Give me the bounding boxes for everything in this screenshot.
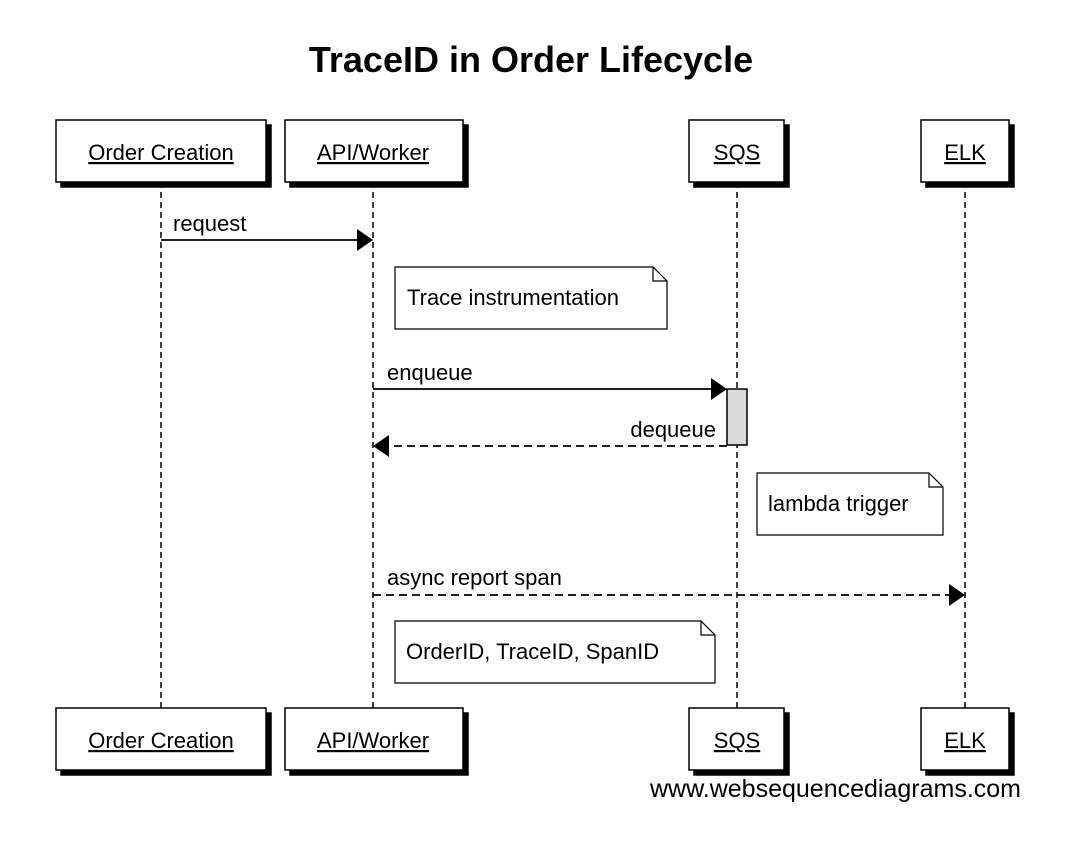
arrowhead-icon [949, 584, 965, 606]
participant-order-creation-top: Order Creation [55, 119, 267, 183]
participant-elk-bottom: ELK [920, 707, 1010, 771]
participant-label: ELK [944, 728, 986, 753]
note-ids: OrderID, TraceID, SpanID [394, 620, 716, 684]
participant-api-worker-bottom: API/Worker [284, 707, 464, 771]
participant-order-creation-bottom: Order Creation [55, 707, 267, 771]
message-label: async report span [387, 565, 562, 590]
participant-label: SQS [714, 140, 760, 165]
participant-sqs-top: SQS [688, 119, 785, 183]
watermark: www.websequencediagrams.com [649, 775, 1021, 803]
note-trace-instrumentation: Trace instrumentation [394, 266, 668, 330]
message-label: request [173, 211, 246, 236]
note-fold-icon [652, 267, 667, 282]
message-enqueue: enqueue [373, 360, 727, 400]
note-fold-icon [928, 473, 943, 488]
message-label: dequeue [630, 417, 716, 442]
note-label: Trace instrumentation [407, 285, 619, 310]
note-lambda-trigger: lambda trigger [756, 472, 944, 536]
message-dequeue: dequeue [373, 417, 727, 457]
note-label: OrderID, TraceID, SpanID [406, 639, 659, 664]
participant-label: Order Creation [88, 728, 234, 753]
participants-top: Order Creation API/Worker SQS ELK [55, 119, 1010, 183]
note-label: lambda trigger [768, 491, 909, 516]
participant-label: API/Worker [317, 140, 429, 165]
participant-label: ELK [944, 140, 986, 165]
arrowhead-icon [373, 435, 389, 457]
participant-elk-top: ELK [920, 119, 1010, 183]
participants-bottom: Order Creation API/Worker SQS ELK [55, 707, 1010, 771]
sqs-activation-bar [726, 388, 748, 446]
participant-label: Order Creation [88, 140, 234, 165]
arrowhead-icon [711, 378, 727, 400]
message-label: enqueue [387, 360, 473, 385]
message-async-report-span: async report span [373, 565, 965, 606]
arrowhead-icon [357, 229, 373, 251]
note-fold-icon [700, 621, 715, 636]
participant-api-worker-top: API/Worker [284, 119, 464, 183]
diagram-title: TraceID in Order Lifecycle [309, 39, 753, 80]
participant-sqs-bottom: SQS [688, 707, 785, 771]
participant-label: API/Worker [317, 728, 429, 753]
participant-label: SQS [714, 728, 760, 753]
message-request: request [161, 211, 373, 251]
